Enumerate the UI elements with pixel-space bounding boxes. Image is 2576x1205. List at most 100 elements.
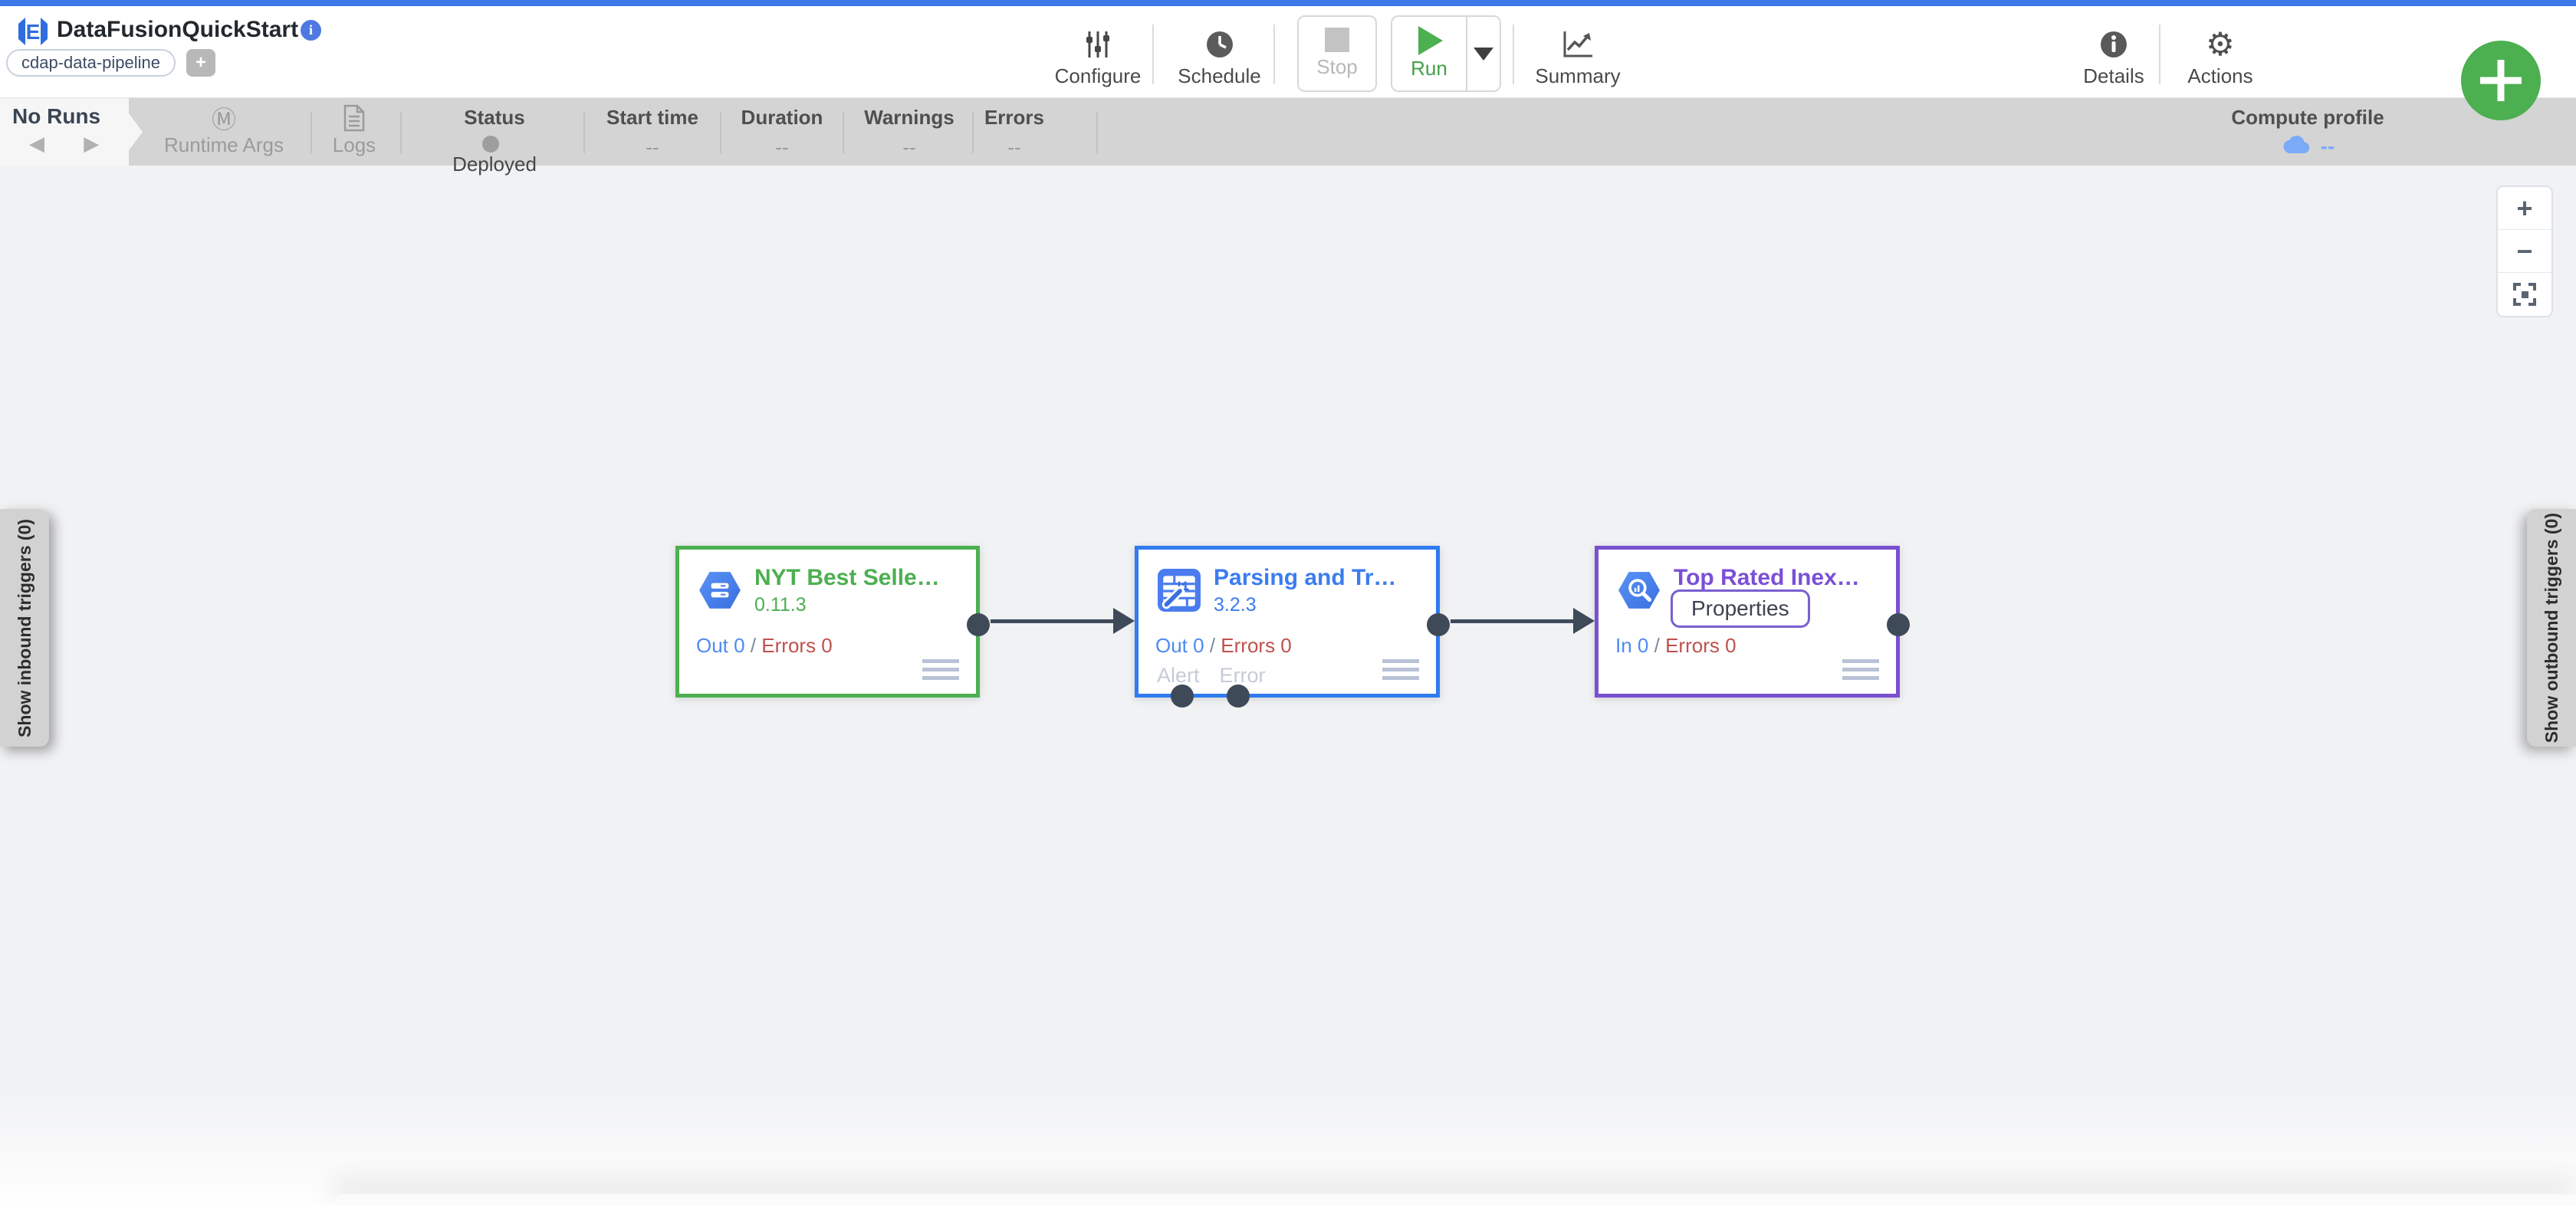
run-split-button: Run — [1391, 15, 1501, 92]
run-selector: No Runs ◀ ▶ — [0, 98, 129, 166]
properties-button[interactable]: Properties — [1671, 589, 1810, 628]
configure-button[interactable]: Configure — [1044, 26, 1152, 88]
fit-screen-icon — [2513, 283, 2536, 306]
toolbar-divider — [1273, 25, 1275, 84]
node-out-count[interactable]: Out 0 — [1155, 634, 1204, 657]
output-port[interactable] — [967, 613, 990, 636]
alert-port[interactable] — [1171, 685, 1194, 708]
gear-icon: ⚙ — [2206, 26, 2235, 62]
node-title: Parsing and Tr… — [1214, 565, 1397, 590]
outbound-triggers-tab[interactable]: Show outbound triggers (0) — [2527, 509, 2576, 747]
node-transform[interactable]: Parsing and Tr… 3.2.3 Out 0 / Errors 0 A… — [1135, 546, 1450, 708]
node-errors-count[interactable]: Errors 0 — [1221, 634, 1292, 657]
info-icon[interactable]: i — [301, 20, 321, 41]
node-out-count[interactable]: Out 0 — [696, 634, 745, 657]
play-icon — [1418, 26, 1443, 55]
node-source[interactable]: NYT Best Selle… 0.11.3 Out 0 / Errors 0 — [675, 546, 990, 698]
node-errors-count[interactable]: Errors 0 — [1665, 634, 1737, 657]
node-sink[interactable]: Top Rated Inex… Properties In 0 / Errors… — [1595, 546, 1910, 698]
runtime-args-label: Runtime Args — [163, 133, 284, 156]
actions-button[interactable]: ⚙ Actions — [2177, 26, 2263, 88]
stop-icon — [1325, 28, 1349, 52]
duration-value: -- — [775, 136, 789, 159]
status-value: Deployed — [452, 153, 537, 176]
caret-down-icon — [1474, 47, 1493, 61]
node-version: 3.2.3 — [1214, 594, 1257, 616]
pipeline-type-chip: cdap-data-pipeline — [6, 49, 176, 77]
svg-text:E: E — [26, 20, 41, 44]
database-hexagon-icon — [698, 568, 742, 612]
inbound-triggers-tab[interactable]: Show inbound triggers (0) — [0, 509, 49, 747]
metric-separator: / — [1209, 634, 1216, 657]
cloud-icon — [2281, 134, 2312, 159]
document-icon — [316, 103, 393, 133]
add-entity-button[interactable] — [2461, 41, 2541, 120]
m-circle-icon: Ⓜ — [211, 106, 236, 133]
header-bar: E DataFusionQuickStart i cdap-data-pipel… — [0, 6, 2576, 98]
errors-label: Errors — [984, 106, 1045, 129]
wrangler-icon — [1157, 568, 1201, 612]
zoom-in-button[interactable]: + — [2498, 187, 2551, 230]
canvas-bottom-fade — [0, 1090, 2576, 1205]
runbar-divider — [720, 112, 721, 153]
warnings-label: Warnings — [864, 106, 955, 129]
schedule-button[interactable]: Schedule — [1171, 26, 1267, 88]
errors-column: Errors -- — [968, 98, 1060, 166]
run-nav-arrows[interactable]: ◀ ▶ — [29, 132, 117, 155]
compute-profile-column[interactable]: Compute profile -- — [2231, 98, 2384, 166]
toolbar-divider — [1513, 25, 1514, 84]
actions-label: Actions — [2187, 64, 2253, 87]
runbar-divider — [583, 112, 585, 153]
stop-button[interactable]: Stop — [1297, 15, 1377, 92]
clock-icon — [1171, 26, 1267, 63]
zoom-controls: + − — [2496, 186, 2553, 317]
sliders-icon — [1044, 26, 1152, 63]
node-menu-icon[interactable] — [1842, 659, 1879, 680]
toolbar-divider — [1152, 25, 1154, 84]
run-options-button[interactable] — [1466, 17, 1500, 90]
pipeline-canvas[interactable]: + − Show inbound triggers (0) Show outbo… — [0, 166, 2576, 1205]
start-time-label: Start time — [606, 106, 698, 129]
output-port[interactable] — [1887, 613, 1910, 636]
start-time-value: -- — [646, 136, 659, 159]
bottom-panel-shadow — [330, 1194, 2576, 1205]
alert-port-label: Alert — [1157, 664, 1200, 687]
runbar-divider — [972, 112, 974, 153]
run-status-bar: No Runs ◀ ▶ Ⓜ Runtime Args Logs Status D… — [0, 98, 2576, 176]
status-column: Status Deployed — [441, 98, 548, 176]
edge-source-to-transform[interactable] — [991, 619, 1115, 623]
edge-arrowhead — [1113, 608, 1135, 634]
zoom-out-button[interactable]: − — [2498, 230, 2551, 273]
duration-column: Duration -- — [732, 98, 832, 166]
toolbar-divider — [2159, 25, 2160, 84]
errors-value: -- — [1007, 136, 1021, 159]
runbar-divider — [310, 112, 312, 153]
summary-button[interactable]: Summary — [1530, 26, 1626, 88]
node-errors-count[interactable]: Errors 0 — [761, 634, 833, 657]
error-port-label: Error — [1219, 664, 1266, 687]
runtime-args-button[interactable]: Ⓜ Runtime Args — [163, 98, 285, 166]
warnings-value: -- — [902, 136, 916, 159]
add-tag-button[interactable]: + — [186, 49, 216, 77]
summary-label: Summary — [1535, 64, 1621, 87]
cdap-logo-icon: E — [17, 15, 49, 48]
warnings-column: Warnings -- — [856, 98, 963, 166]
runbar-divider — [843, 112, 844, 153]
configure-label: Configure — [1054, 64, 1142, 87]
node-menu-icon[interactable] — [922, 659, 959, 680]
error-port[interactable] — [1227, 685, 1250, 708]
edge-transform-to-sink[interactable] — [1451, 619, 1575, 623]
schedule-label: Schedule — [1178, 64, 1261, 87]
run-button[interactable]: Run — [1392, 17, 1466, 90]
status-dot-icon — [482, 136, 499, 153]
metric-separator: / — [750, 634, 757, 657]
node-in-count[interactable]: In 0 — [1615, 634, 1649, 657]
status-label: Status — [464, 106, 525, 129]
node-menu-icon[interactable] — [1382, 659, 1419, 680]
output-port[interactable] — [1427, 613, 1450, 636]
logs-button[interactable]: Logs — [316, 98, 393, 166]
fit-screen-button[interactable] — [2498, 273, 2551, 316]
bigquery-hexagon-icon — [1617, 568, 1661, 612]
details-button[interactable]: Details — [2074, 26, 2154, 88]
logs-label: Logs — [332, 133, 376, 156]
